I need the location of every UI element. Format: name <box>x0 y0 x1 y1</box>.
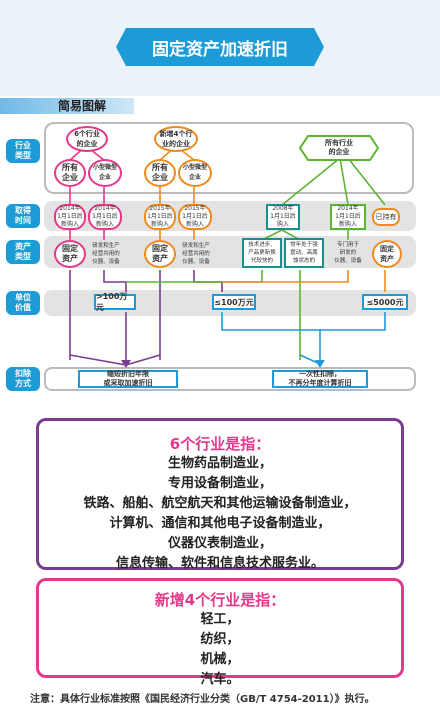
value-over-100w: >100万元 <box>94 292 136 312</box>
section-title: 简易图解 <box>58 99 107 113</box>
all-industry-label: 所有行业 的企业 <box>325 139 353 156</box>
four-industries-line: 轻工， <box>200 612 240 627</box>
six-industries-line: 专用设备制造业， <box>167 476 272 491</box>
row-label-asset: 资产 类型 <box>6 240 40 264</box>
six-industry-node: 6个行业 的企业 <box>66 126 108 152</box>
asset-rd-b: 研发和生产 经营共用的 仪器、设备 <box>182 243 210 265</box>
asset-rd-only: 专门用于 研发的 仪器、设备 <box>334 242 362 264</box>
hexagon-shape <box>298 135 380 161</box>
small-micro-b: 小型微型 企业 <box>178 159 212 187</box>
flow-connectors <box>69 145 386 368</box>
asset-rd-a: 研发和生产 经营共用的 仪器、设备 <box>92 243 120 265</box>
row-label-value: 单位 价值 <box>6 291 40 315</box>
six-industries-title: 6个行业是指： <box>169 435 271 453</box>
row-label-method: 扣除 方式 <box>6 367 40 391</box>
date-2014-c: 2014年 1月1日后 新购入 <box>330 204 366 230</box>
four-industries-line: 纺织， <box>200 632 240 647</box>
result-shorten-depreciation: 缩短折旧年限 或采取加速折旧 <box>78 370 178 388</box>
section-tab <box>0 98 134 114</box>
all-enterprise-a: 所有 企业 <box>54 159 86 187</box>
date-2015-b: 2015年 1月1日后 新购入 <box>178 204 212 230</box>
four-industry-node: 新增4个行 业的企业 <box>154 126 198 152</box>
asset-tech: 技术进步、 产品更新换 代较快的 <box>242 238 282 268</box>
page-title: 固定资产加速折旧 <box>116 28 324 66</box>
value-under-100w: ≤100万元 <box>212 294 256 310</box>
six-industries-line: 仪器仪表制造业， <box>167 536 272 551</box>
four-industries-line: 机械， <box>200 652 240 667</box>
asset-fixed-c: 固定 资产 <box>372 240 402 268</box>
six-industries-box: 6个行业是指： 生物药品制造业， 专用设备制造业， 铁路、船舶、航空航天和其他运… <box>36 418 404 571</box>
six-industries-line: 生物药品制造业， <box>167 456 272 471</box>
date-2014-a: 2014年 1月1日后 新购入 <box>54 204 86 230</box>
result-one-time-deduction: 一次性扣除， 不再分年度计算折旧 <box>272 370 368 388</box>
asset-vibration: 常年处于强 震动、高腐 蚀状态的 <box>284 238 324 268</box>
value-under-5000: ≤5000元 <box>362 294 408 310</box>
asset-row-band <box>44 236 416 268</box>
already-held: 已持有 <box>372 208 400 226</box>
four-industries-line: 汽车。 <box>200 672 240 687</box>
date-2015-a: 2015年 1月1日后 新购入 <box>144 204 176 230</box>
date-2014-b: 2014年 1月1日后 新购入 <box>88 204 122 230</box>
footnote: 注意：具体行业标准按照《国民经济行业分类（GB/T 4754-2011）》执行。 <box>30 694 375 705</box>
four-industries-title: 新增4个行业是指： <box>154 591 286 609</box>
date-2008: 2008年 1月1日后 购入 <box>266 204 300 230</box>
row-label-date: 取得 时间 <box>6 204 40 228</box>
small-micro-a: 小型微型 企业 <box>88 159 122 187</box>
six-industries-line: 信息传输、软件和信息技术服务业。 <box>115 556 324 571</box>
all-industry-node: 所有行业 的企业 <box>298 134 380 162</box>
all-enterprise-b: 所有 企业 <box>144 159 176 187</box>
asset-fixed-a: 固定 资产 <box>54 240 86 268</box>
six-industries-line: 铁路、船舶、航空航天和其他运输设备制造业， <box>83 496 357 511</box>
four-industries-box: 新增4个行业是指： 轻工， 纺织， 机械， 汽车。 <box>36 578 404 687</box>
row-label-enterprise: 行业 类型 <box>6 139 40 163</box>
six-industries-line: 计算机、通信和其他电子设备制造业， <box>109 516 331 531</box>
asset-fixed-b: 固定 资产 <box>144 240 176 268</box>
